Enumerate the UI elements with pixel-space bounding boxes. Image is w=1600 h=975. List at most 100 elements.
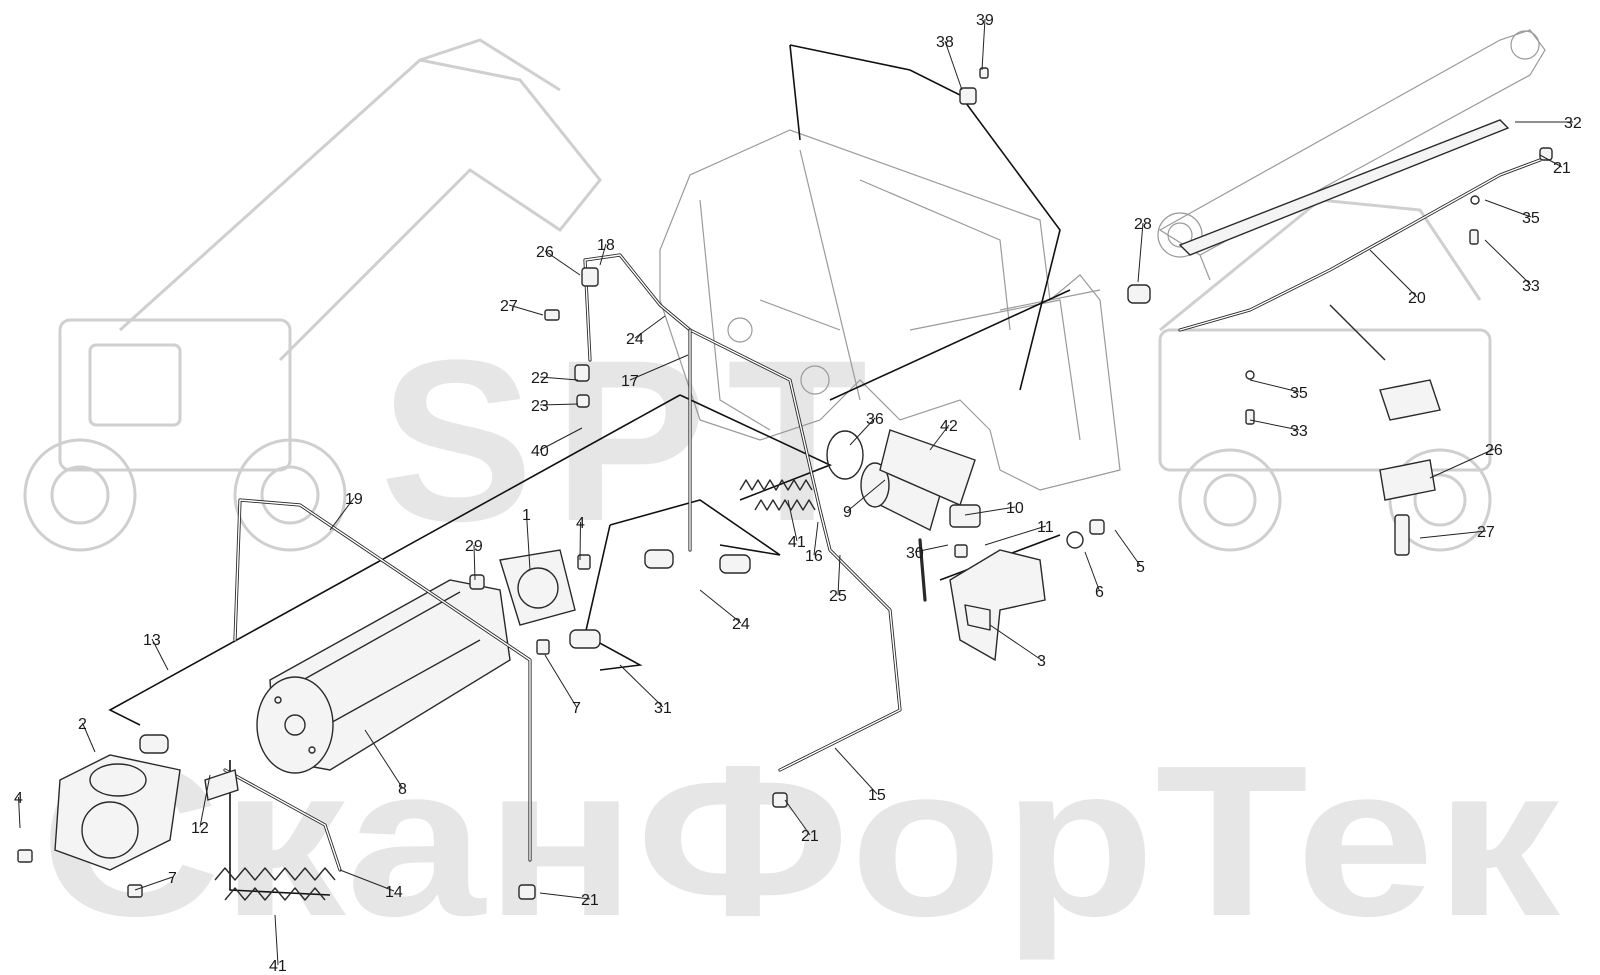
callout-leader [274, 914, 279, 966]
callout-leader [526, 513, 531, 571]
callout-label: 24 [732, 616, 750, 633]
callout-leader [544, 654, 577, 708]
callout-leader [579, 521, 581, 561]
boom-arm [1157, 29, 1546, 281]
callout-label: 32 [1564, 115, 1582, 132]
bracket-3 [949, 549, 1046, 662]
callout-label: 40 [531, 443, 549, 460]
callout-leader [1114, 529, 1141, 567]
callout-label: 21 [581, 892, 599, 909]
callout-leader [364, 729, 403, 789]
callout-leader [599, 243, 607, 266]
heater-body [256, 579, 511, 774]
callout-leader [1249, 379, 1300, 393]
callout-label: 31 [654, 700, 672, 717]
callout-label: 11 [1037, 519, 1054, 536]
callout-label: 35 [1522, 210, 1540, 227]
callout-label: 20 [1408, 290, 1426, 307]
callout-leader [544, 250, 581, 276]
callout-label: 38 [936, 34, 954, 51]
callout-label: 26 [536, 244, 554, 261]
callout-leader [837, 554, 841, 596]
callout-label: 35 [1290, 385, 1308, 402]
callout-label: 42 [940, 418, 958, 435]
callout-label: 33 [1290, 423, 1308, 440]
callout-leader [134, 876, 173, 891]
callout-label: 27 [500, 298, 518, 315]
callout-leader [981, 18, 986, 71]
fittings [17, 67, 1553, 900]
callout-leader [634, 315, 666, 339]
silencer [826, 429, 981, 532]
callout-label: 18 [597, 237, 615, 254]
callout-label: 3 [1037, 653, 1046, 670]
callout-label: 12 [191, 820, 209, 837]
callout-label: 13 [143, 632, 161, 649]
callout-label: 14 [385, 884, 403, 901]
callout-label: 26 [1485, 442, 1503, 459]
callout-leader [944, 40, 963, 91]
callout-label: 9 [843, 504, 852, 521]
callout-leader [964, 506, 1016, 516]
callout-label: 24 [626, 331, 644, 348]
callout-leader [849, 417, 876, 446]
callout-leader [629, 354, 689, 381]
callout-label: 5 [1136, 559, 1145, 576]
callout-label: 4 [14, 790, 23, 807]
callout-label: 39 [976, 12, 994, 29]
callout-label: 10 [1006, 500, 1024, 517]
callout-leader [984, 525, 1047, 546]
callout-leader [539, 892, 591, 900]
callout-label: 28 [1134, 216, 1152, 233]
callout-label: 16 [805, 548, 823, 565]
flange-2 [54, 754, 181, 871]
callout-leader [813, 521, 819, 556]
callout-label: 29 [465, 538, 483, 555]
callout-leader [1484, 199, 1532, 218]
callout-leader [1484, 239, 1532, 286]
callout-label: 22 [531, 370, 549, 387]
flange-1 [499, 549, 576, 626]
callout-label: 21 [801, 828, 819, 845]
callout-leader [1137, 222, 1144, 283]
callout-label: 36 [866, 411, 884, 428]
callout-label: 41 [788, 534, 806, 551]
callout-leader [784, 799, 811, 836]
callout-leader [619, 664, 664, 708]
callout-leader [329, 497, 355, 531]
callout-leader [151, 638, 169, 671]
callout-leader [1419, 530, 1487, 539]
callout-label: 27 [1477, 524, 1495, 541]
callout-leader [539, 376, 579, 381]
callout-leader [1249, 419, 1300, 431]
callout-leader [539, 427, 583, 451]
callout-leader [1539, 154, 1563, 168]
callout-leader [989, 624, 1042, 661]
machine-frame [659, 129, 1121, 491]
callout-leader [787, 499, 798, 542]
watermark-logo: SPT [380, 312, 887, 569]
callout-label: 7 [168, 870, 177, 887]
callout-leader [834, 747, 878, 795]
callout-label: 6 [1095, 584, 1104, 601]
callout-leader [1429, 448, 1495, 479]
callout-leader [199, 774, 211, 828]
callout-label: 1 [522, 507, 531, 524]
callout-label: 8 [398, 781, 407, 798]
callout-label: 33 [1522, 278, 1540, 295]
callout-label: 30 [906, 545, 924, 562]
callout-leader [1369, 249, 1418, 298]
callout-leader [508, 304, 544, 316]
callout-label: 2 [78, 716, 87, 733]
callout-label: 21 [1553, 160, 1571, 177]
ghost-excavator-drawing [23, 38, 1492, 552]
callout-label: 7 [572, 700, 581, 717]
callout-leader [929, 424, 950, 451]
callout-leader [339, 869, 395, 892]
callout-leader [539, 403, 579, 406]
pipe-lines [223, 158, 1542, 872]
callout-label: 17 [621, 373, 639, 390]
callout-leader [699, 589, 742, 624]
